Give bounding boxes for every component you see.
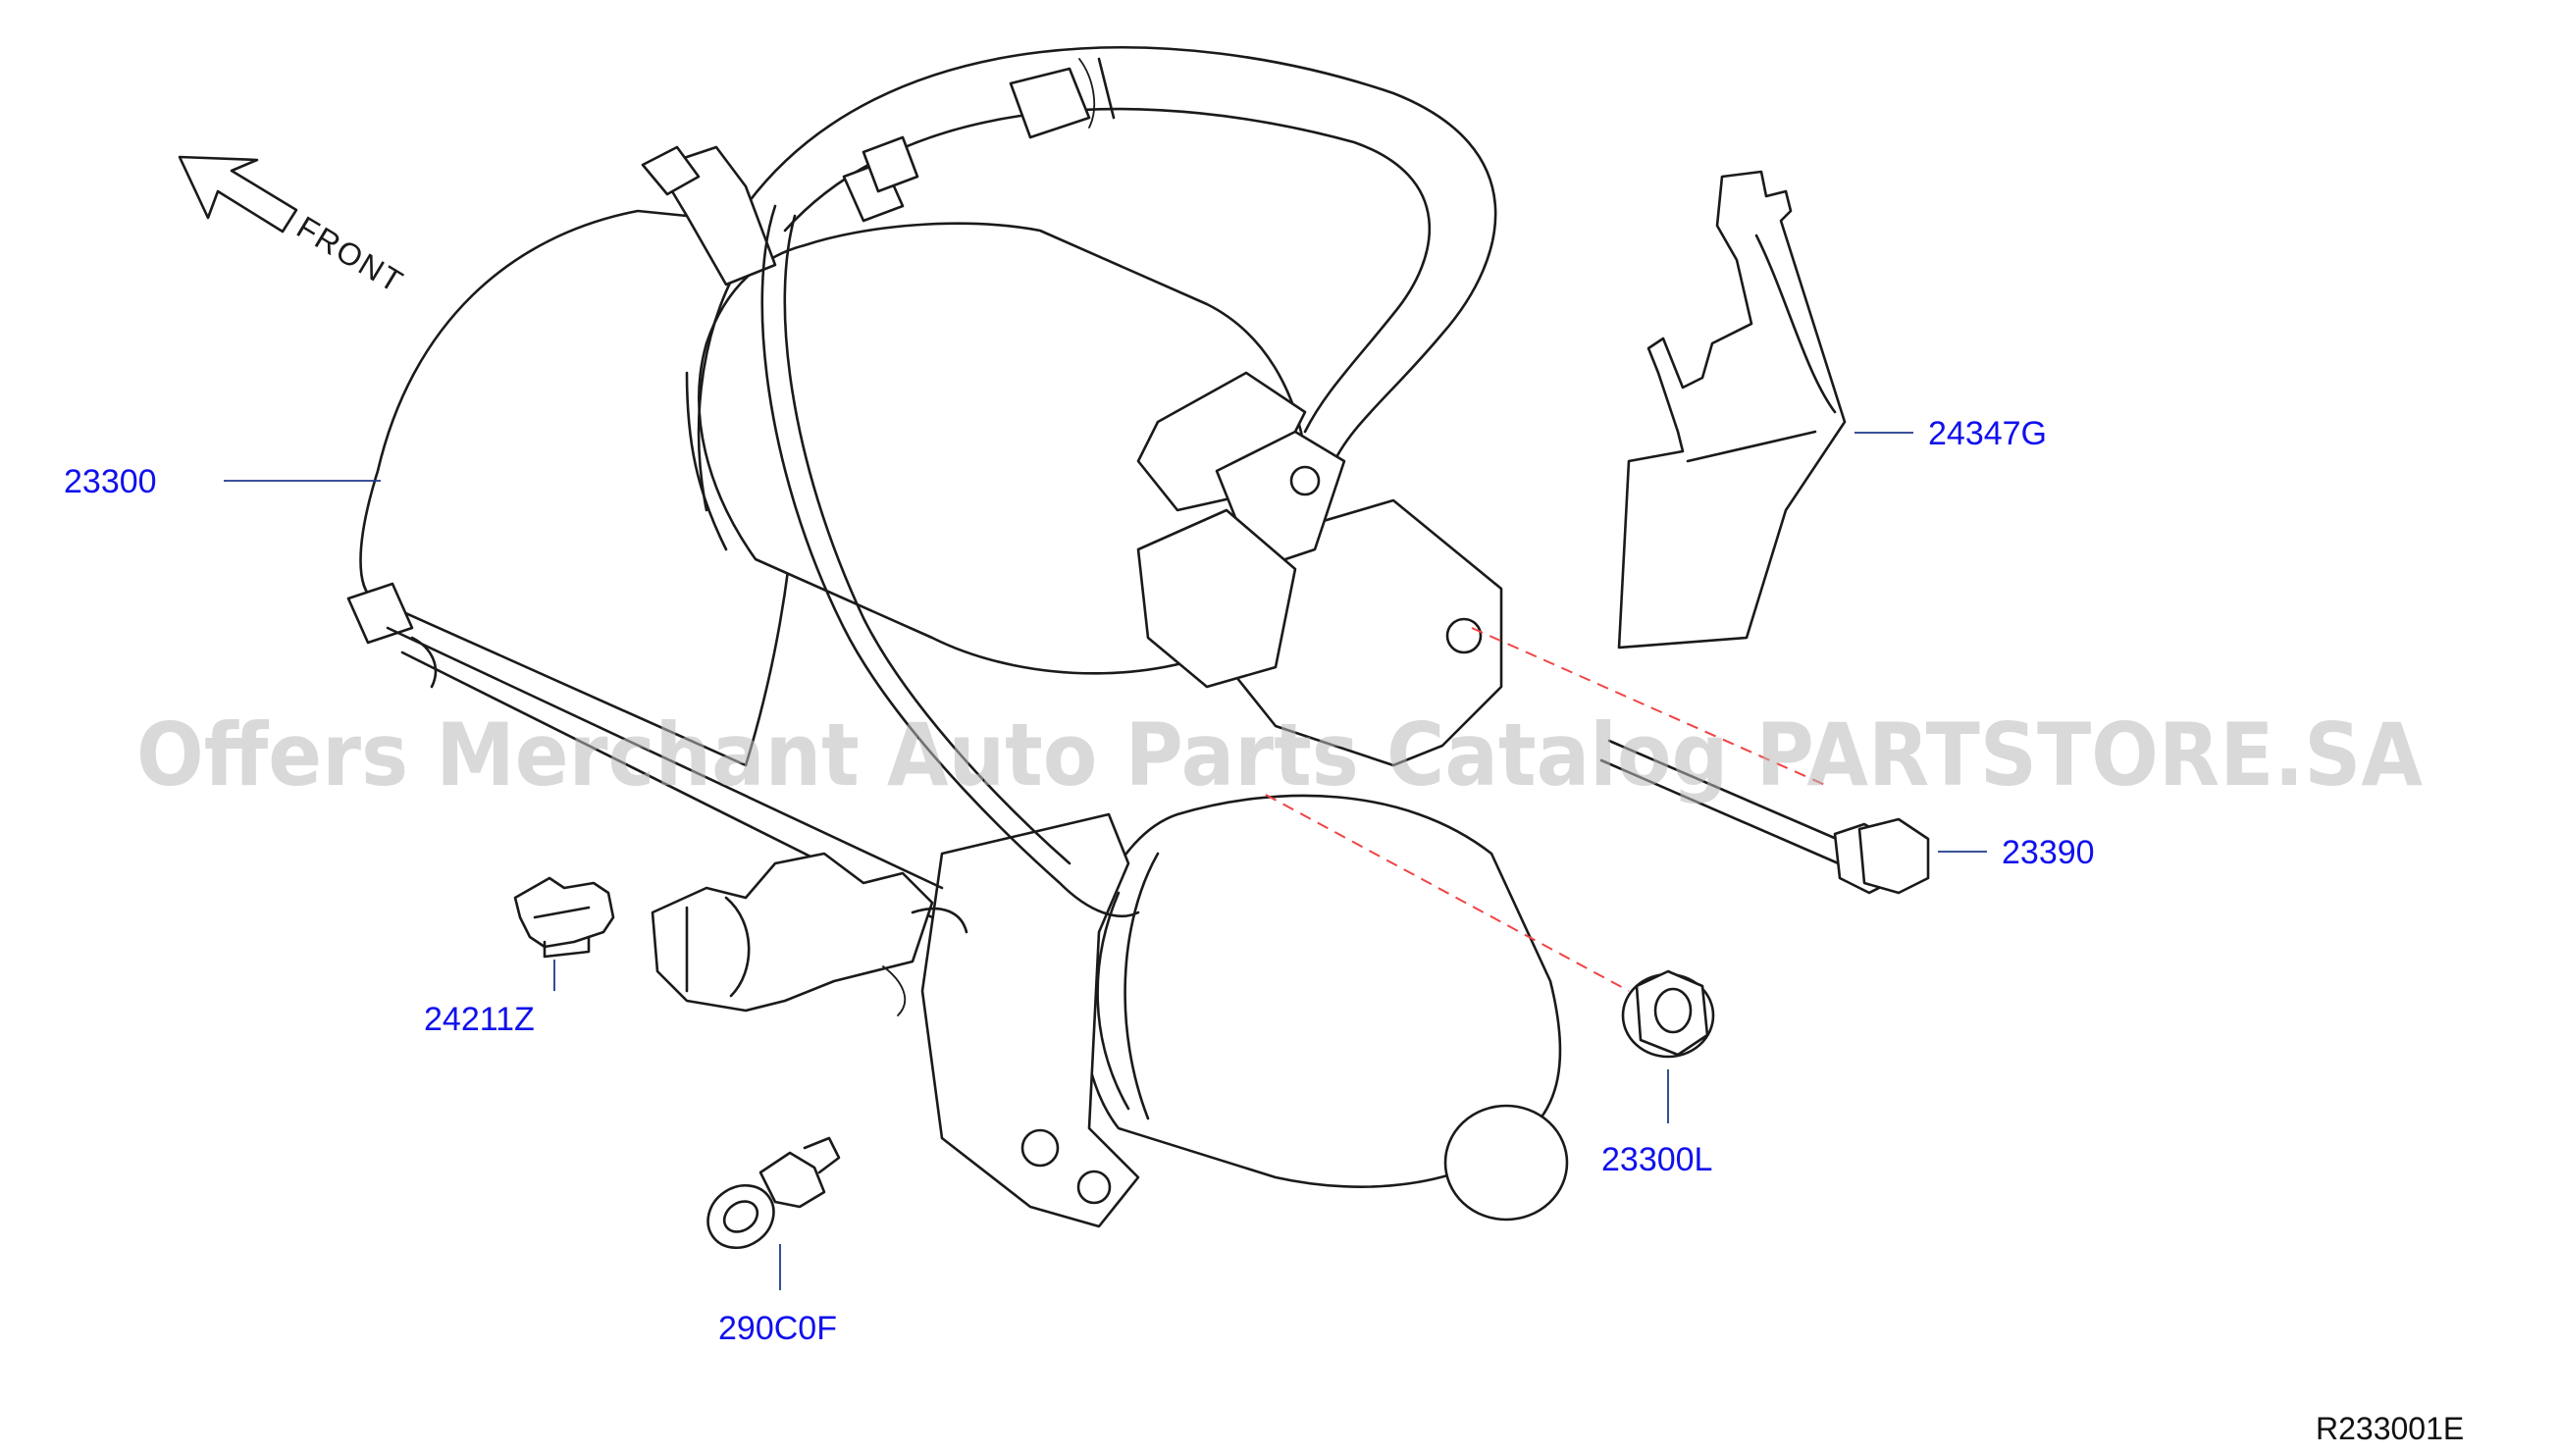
nut-drawing <box>1621 969 1715 1059</box>
front-label: FRONT <box>290 209 410 300</box>
reference-code: R233001E <box>2316 1411 2464 1446</box>
cover-drawing <box>1617 170 1847 650</box>
starter-motor-drawing <box>346 46 1569 1228</box>
bolt-alignment-line <box>1471 627 1826 786</box>
part-label-290C0F[interactable]: 290C0F <box>718 1310 837 1347</box>
watermark-text: Offers Merchant Auto Parts Catalog PARTS… <box>136 704 2423 806</box>
bolt-drawing <box>1599 739 1930 895</box>
front-arrow-icon <box>178 155 298 234</box>
harness-clip-drawing <box>513 876 615 959</box>
push-clip-drawing <box>706 1136 841 1250</box>
part-label-24211Z[interactable]: 24211Z <box>424 1001 535 1038</box>
part-label-23300[interactable]: 23300 <box>64 463 157 500</box>
part-label-23390[interactable]: 23390 <box>2002 834 2095 871</box>
nut-alignment-line <box>1265 794 1630 992</box>
part-label-23300L[interactable]: 23300L <box>1601 1141 1712 1178</box>
part-label-24347G[interactable]: 24347G <box>1928 415 2047 452</box>
